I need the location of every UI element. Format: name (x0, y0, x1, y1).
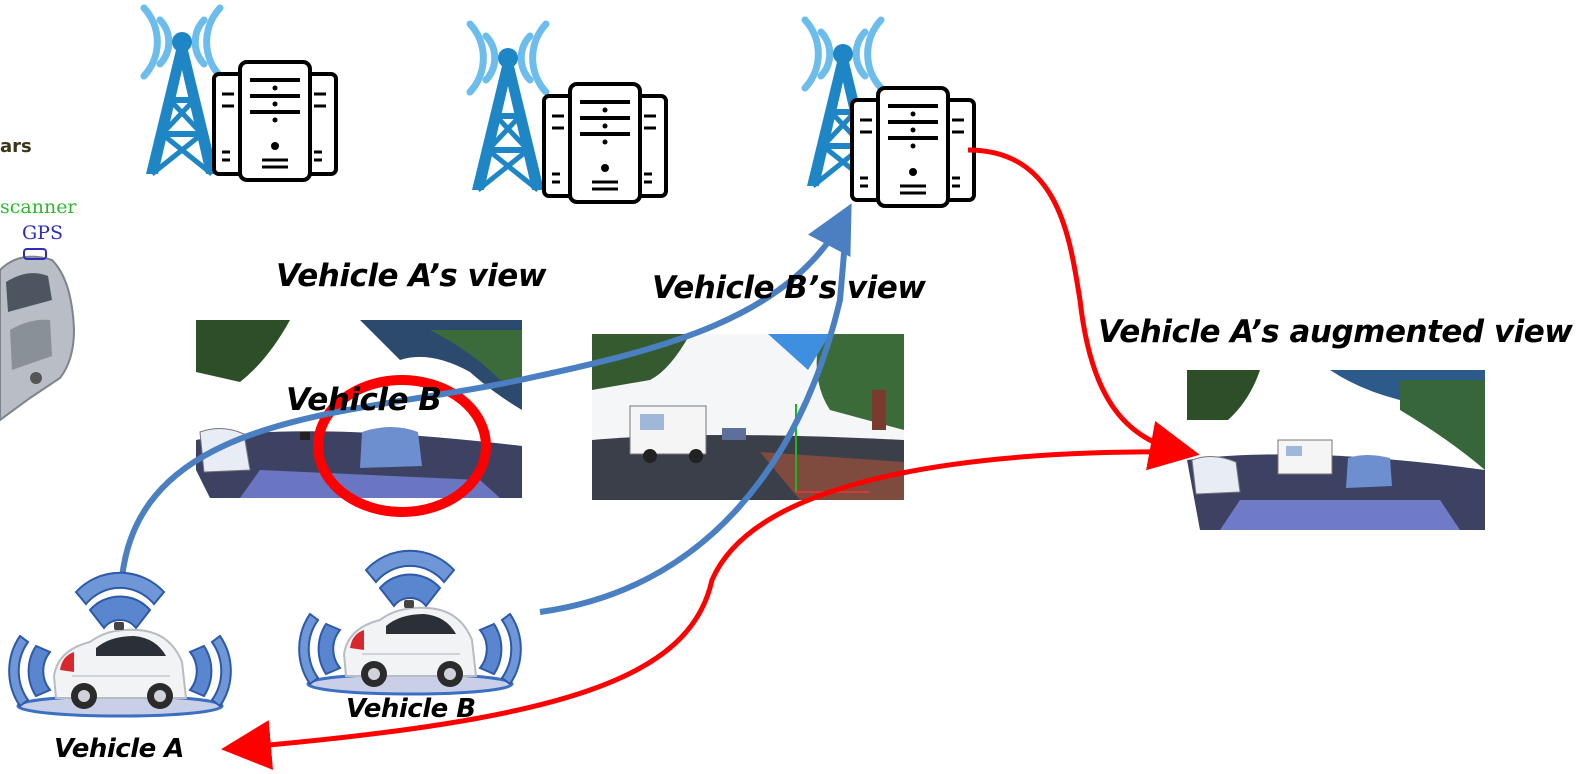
edge-server-2 (470, 24, 668, 204)
vehicle-b-label: Vehicle B (346, 694, 476, 724)
server-rack-icon (212, 60, 338, 182)
antenna-tower-icon (470, 24, 546, 190)
server-rack-icon (850, 86, 976, 208)
gps-fragment-label: GPS (22, 222, 63, 244)
augmented-view-to-vehicle-a-arrow (221, 449, 1186, 770)
edge-server-3 (805, 20, 976, 208)
vehicle-b-upload-arrow (539, 229, 849, 615)
scanner-fragment-label: scanner (0, 196, 77, 218)
vehicle-a-view-image (196, 320, 522, 517)
vehicle-b-in-view-label: Vehicle B (286, 382, 442, 418)
vehicle-a-augmented-view-label: Vehicle A’s augmented view (1098, 314, 1573, 350)
edge-server-1 (144, 8, 338, 182)
vehicle-b-view-image (592, 334, 904, 500)
left-sensor-car-fragment (0, 248, 76, 422)
server-rack-icon (542, 82, 668, 204)
autonomous-car-icon (297, 549, 523, 696)
vehicle-a-upload-arrow (119, 203, 852, 579)
sensors-fragment-label: ars (0, 136, 32, 157)
vehicle-a-label: Vehicle A (54, 734, 184, 764)
antenna-tower-icon (144, 8, 220, 174)
autonomous-car-icon (7, 571, 233, 718)
vehicle-b-car (297, 549, 523, 696)
upload-arrows (119, 203, 852, 615)
vehicle-b-view-label: Vehicle B’s view (652, 270, 926, 306)
vehicle-a-augmented-view-image (1187, 370, 1485, 530)
download-arrows (221, 147, 1200, 770)
server-to-augmented-view-arrow (967, 147, 1200, 471)
vehicle-a-car (7, 571, 233, 718)
vehicle-a-view-label: Vehicle A’s view (276, 258, 546, 294)
